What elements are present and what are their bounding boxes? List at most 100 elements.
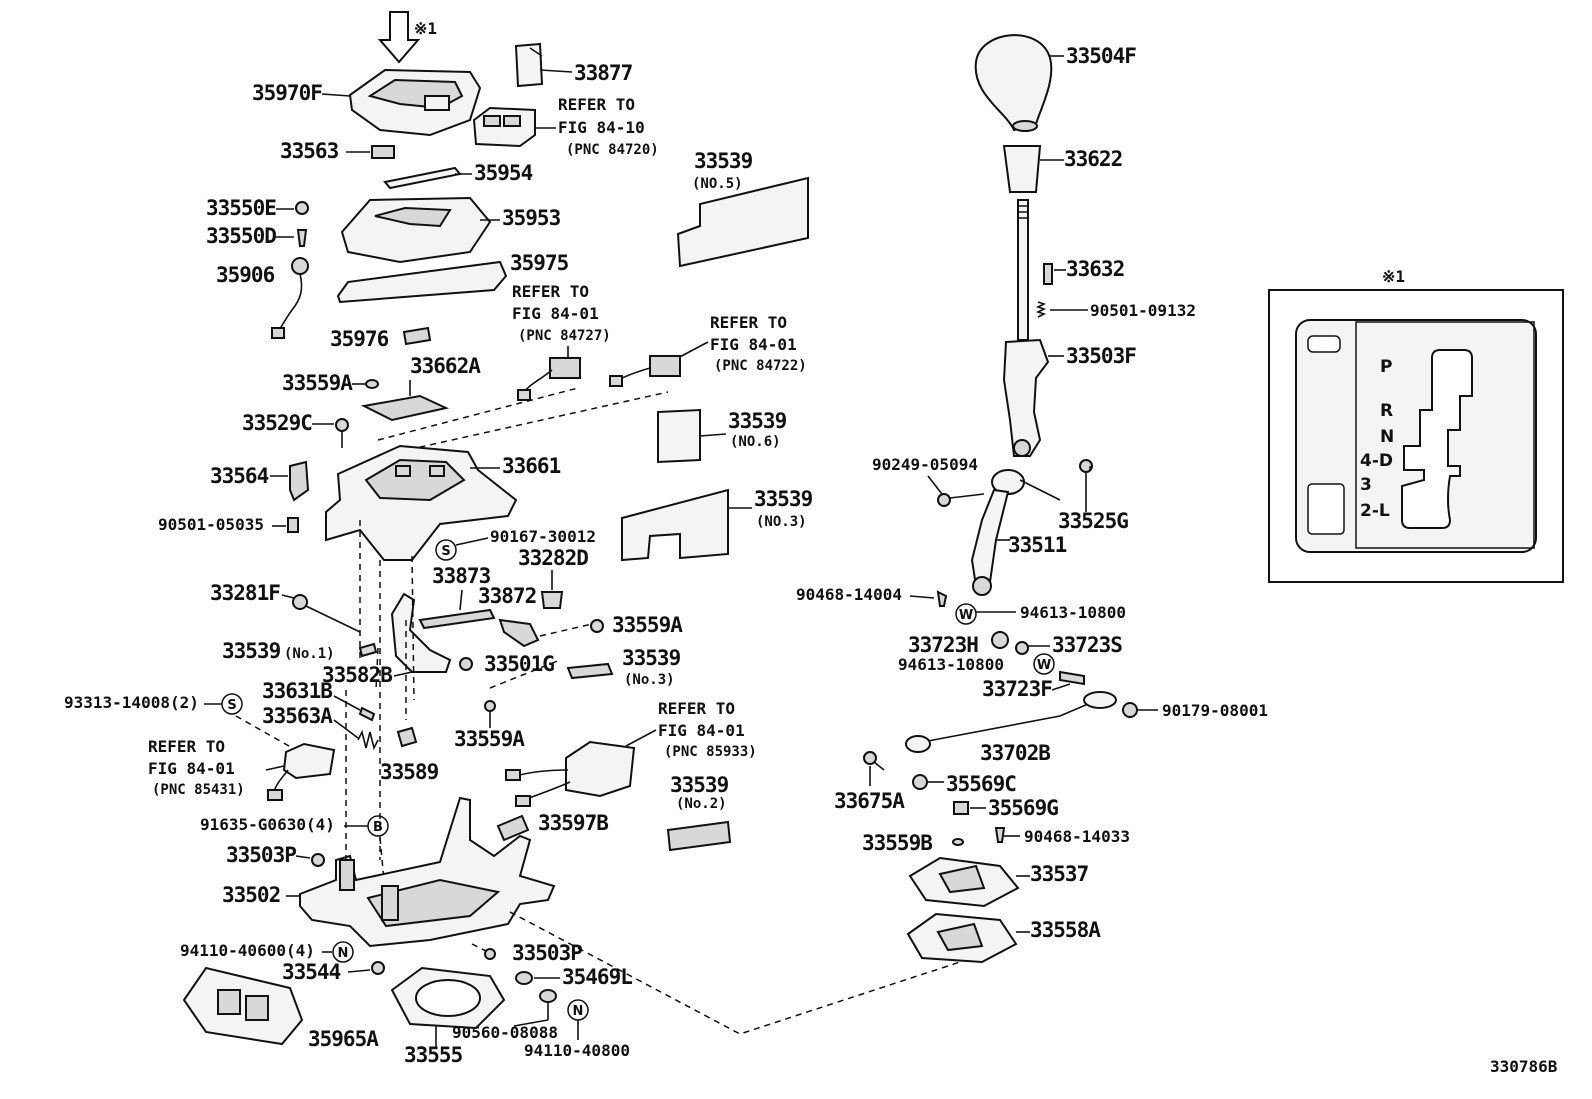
part-35954: [383, 166, 462, 190]
tray-35965A: [182, 966, 304, 1046]
rod-33702B: [905, 691, 1117, 753]
label-33559B: 33559B: [862, 831, 932, 855]
label-93313-14008: 93313-14008(2): [64, 693, 199, 712]
svg-text:S: S: [441, 544, 450, 559]
refer-84722-line2: FIG 84-01: [710, 335, 797, 354]
bolt-33281F: [292, 594, 361, 633]
svg-text:W: W: [959, 608, 973, 623]
base-33502: [299, 796, 556, 948]
label-33559A-low: 33559A: [454, 727, 525, 751]
connector-84722: [609, 355, 681, 387]
part-33550E: [295, 201, 309, 215]
svg-text:S: S: [227, 698, 236, 713]
view-arrow-icon: [377, 11, 421, 64]
label-33503F: 33503F: [1066, 344, 1136, 368]
pin-33632: [1043, 263, 1053, 285]
label-33539-no3b-sub: (No.3): [624, 672, 675, 688]
lever-33503F: [1002, 338, 1050, 457]
label-90468-14004: 90468-14004: [796, 585, 902, 604]
label-33723H: 33723H: [908, 633, 978, 657]
label-33503P-top: 33503P: [226, 843, 296, 867]
label-35906: 35906: [216, 263, 275, 287]
screw-33529C: [335, 418, 349, 448]
label-33631B: 33631B: [262, 679, 332, 703]
refer-84722-line1: REFER TO: [710, 313, 787, 332]
label-33539-no6-sub: (NO.6): [730, 434, 781, 450]
svg-text:W: W: [1037, 658, 1051, 673]
label-33282D: 33282D: [518, 546, 588, 570]
label-33511: 33511: [1008, 533, 1067, 557]
refer-84727-line3: (PNC 84727): [518, 328, 611, 344]
label-33702B: 33702B: [980, 741, 1050, 765]
refer-85933-line3: (PNC 85933): [664, 744, 757, 760]
refer-85431-line1: REFER TO: [148, 737, 225, 756]
label-33550D: 33550D: [206, 224, 276, 248]
ecu-85933: [505, 740, 636, 807]
label-35975: 35975: [510, 251, 569, 275]
label-33539-no3: 33539: [754, 487, 813, 511]
label-35469L: 35469L: [562, 965, 632, 989]
label-90179-08001: 90179-08001: [1162, 701, 1268, 720]
boot-33555: [390, 966, 506, 1030]
refer-84727-line2: FIG 84-01: [512, 304, 599, 323]
arrow-note: ※1: [414, 19, 437, 38]
label-35954: 35954: [474, 161, 533, 185]
label-33539-no2-sub: (No.2): [676, 796, 727, 812]
label-33539-no3b: 33539: [622, 646, 681, 670]
label-33662A: 33662A: [410, 354, 481, 378]
label-33675A: 33675A: [834, 789, 905, 813]
label-33555: 33555: [404, 1043, 463, 1067]
label-33661: 33661: [502, 454, 561, 478]
label-91635-G0630: 91635-G0630(4): [200, 815, 335, 834]
label-90167-30012: 90167-30012: [490, 527, 596, 546]
svg-text:N: N: [338, 946, 349, 961]
arm-33511: [970, 469, 1061, 596]
gate-r: R: [1380, 401, 1393, 421]
gate-3: 3: [1360, 475, 1372, 495]
refer-84727-line1: REFER TO: [512, 282, 589, 301]
gate-n: N: [1380, 427, 1394, 447]
nut-90179: [1122, 702, 1138, 718]
label-33558A: 33558A: [1030, 918, 1101, 942]
refer-84720-line2: FIG 84-10: [558, 118, 645, 137]
collar-33622: [1002, 145, 1042, 193]
label-35970F: 35970F: [252, 81, 322, 105]
plate-33537: [908, 856, 1020, 908]
plate-33558A: [906, 912, 1018, 964]
knob-33504F: [974, 34, 1053, 132]
inset-panel: [1268, 289, 1564, 583]
bolt-90249: [937, 493, 985, 507]
label-33502: 33502: [222, 883, 280, 907]
bolt-33675A: [863, 751, 885, 771]
refer-85431-line2: FIG 84-01: [148, 759, 235, 778]
svg-text:N: N: [573, 1004, 584, 1019]
bezel-35970F: [348, 68, 482, 137]
label-33539-no3-sub: (NO.3): [756, 514, 807, 530]
label-94110-40600: 94110-40600(4): [180, 941, 315, 960]
label-33539-no5: 33539: [694, 149, 753, 173]
label-33529C: 33529C: [242, 411, 312, 435]
label-33597B: 33597B: [538, 811, 608, 835]
gate-4d: 4-D: [1360, 451, 1393, 471]
refer-85933-line2: FIG 84-01: [658, 721, 745, 740]
switch-84720: [472, 106, 536, 148]
label-33582B: 33582B: [322, 663, 392, 687]
refer-84720-line1: REFER TO: [558, 95, 635, 114]
part-33564: [289, 460, 310, 502]
gate-p: P: [1380, 357, 1392, 377]
label-33544: 33544: [282, 960, 341, 984]
label-90501-05035: 90501-05035: [158, 515, 264, 534]
label-33723S: 33723S: [1052, 633, 1122, 657]
label-33539-no1-sub: (No.1): [284, 646, 335, 662]
label-33525G: 33525G: [1058, 509, 1128, 533]
label-35965A: 35965A: [308, 1027, 379, 1051]
inset-title: ※1: [1382, 267, 1405, 286]
label-33559A-mid: 33559A: [612, 613, 683, 637]
connector-84727: [517, 357, 581, 401]
label-33504F: 33504F: [1066, 44, 1136, 68]
label-94613-b: 94613-10800: [898, 655, 1004, 674]
label-33632: 33632: [1066, 257, 1124, 281]
spring-33563A: [357, 729, 379, 751]
